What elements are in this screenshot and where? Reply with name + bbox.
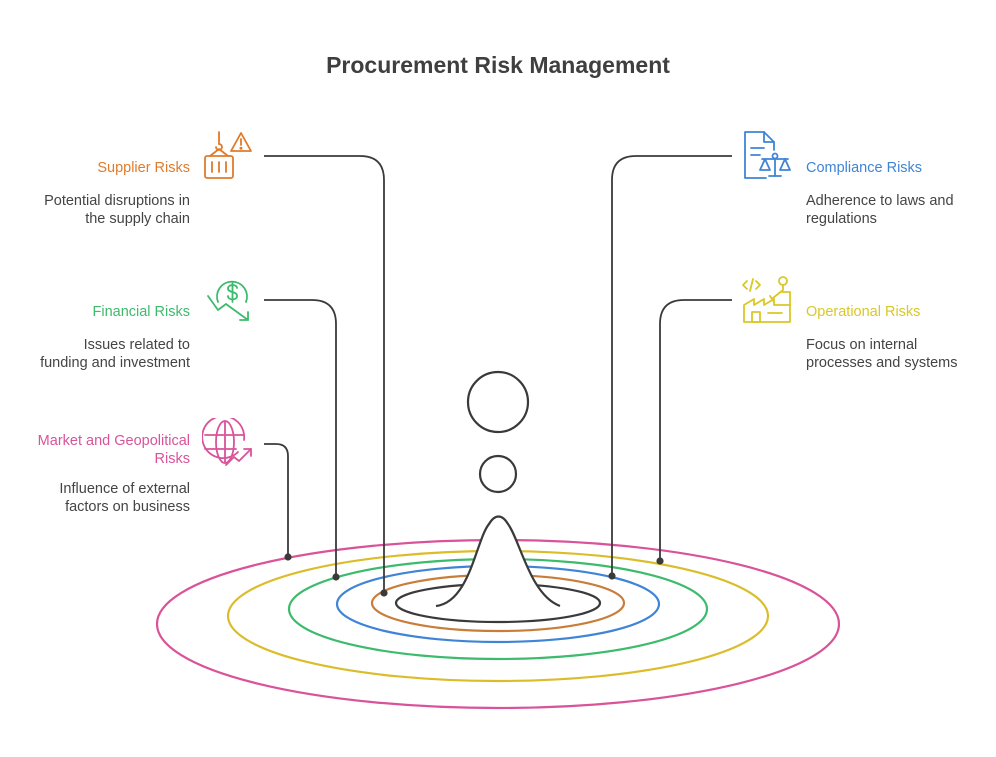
document-scale-icon (744, 131, 791, 179)
connector-dot-market (284, 553, 292, 561)
financial-risks-description: Issues related to funding and investment (40, 337, 190, 371)
droplet-small (478, 454, 518, 494)
connector-dot-financial (332, 573, 340, 581)
compliance-risks-label: Compliance Risks (806, 160, 923, 176)
connector-supplier (264, 155, 385, 593)
supplier-risks-description: Potential disruptions in the supply chai… (44, 193, 190, 227)
supplier-risks-label: Supplier Risks (97, 160, 190, 176)
connector-dot-operational (656, 557, 664, 565)
connector-operational (659, 299, 732, 561)
market-geopolitical-risks-label: Market and Geopolitical Risks (37, 433, 190, 467)
page-title: Procurement Risk Management (326, 52, 670, 78)
connector-dot-compliance (608, 572, 616, 580)
crane-warning-icon (204, 131, 252, 179)
droplet-large (466, 370, 530, 434)
compliance-risks-description: Adherence to laws and regulations (806, 193, 954, 227)
factory-robot-icon (742, 276, 791, 323)
operational-risks-label: Operational Risks (806, 304, 921, 320)
dollar-down-icon (207, 280, 249, 321)
globe-chart-icon (202, 418, 252, 466)
market-geopolitical-risks-description: Influence of external factors on busines… (59, 481, 190, 515)
connector-market (264, 443, 289, 557)
connector-dot-supplier (380, 589, 388, 597)
connector-compliance (611, 155, 732, 576)
connector-financial (264, 299, 337, 577)
operational-risks-description: Focus on internal processes and systems (806, 337, 958, 371)
financial-risks-label: Financial Risks (92, 304, 191, 320)
splash-peak (435, 515, 561, 608)
